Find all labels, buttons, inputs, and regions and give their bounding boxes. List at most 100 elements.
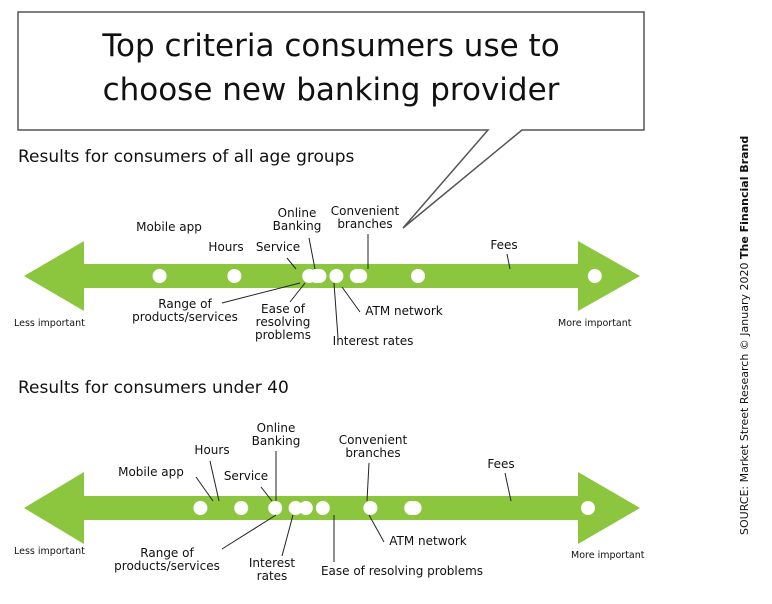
point-label-line: Service (256, 240, 300, 254)
leader-line (368, 514, 385, 543)
source-brand: The Financial Brand (738, 136, 751, 259)
point-label: Ease of resolving problems (321, 564, 483, 578)
source-credit: SOURCE: Market Street Research © January… (738, 136, 751, 535)
point-label-line: products/services (114, 559, 220, 573)
data-point (234, 501, 249, 515)
point-label: ATM network (365, 304, 443, 318)
point-label: ATM network (389, 534, 467, 548)
point-label: Mobile app (118, 465, 184, 479)
point-label-line: Online (257, 421, 296, 435)
point-label-line: problems (255, 328, 311, 342)
leader-line (221, 514, 277, 550)
point-label-line: Range of (140, 546, 194, 560)
point-label-line: ATM network (389, 534, 467, 548)
point-label-line: products/services (132, 310, 238, 324)
title-line-1: Top criteria consumers use to (101, 28, 559, 64)
data-point (587, 269, 602, 283)
point-label-line: Mobile app (136, 220, 202, 234)
point-label: Hours (208, 240, 243, 254)
point-label-line: ATM network (365, 304, 443, 318)
point-label-line: branches (345, 446, 400, 460)
point-label-line: Fees (490, 238, 517, 252)
point-label: Fees (490, 238, 517, 252)
chart-subtitle: Results for consumers under 40 (18, 378, 289, 398)
data-point (268, 501, 283, 515)
data-point (407, 501, 422, 515)
leader-line (504, 472, 512, 502)
data-point (353, 269, 368, 283)
point-label-line: Mobile app (118, 465, 184, 479)
point-label-line: Ease of resolving problems (321, 564, 483, 578)
importance-arrow (24, 472, 640, 544)
data-point (193, 501, 208, 515)
data-point (298, 501, 313, 515)
data-point (411, 269, 425, 283)
leader-line (308, 237, 316, 270)
point-label-line: Convenient (339, 433, 408, 447)
chart-subtitle: Results for consumers of all age groups (18, 147, 354, 167)
data-point (312, 269, 327, 283)
leader-line (221, 282, 301, 304)
point-label-line: Interest (249, 556, 296, 570)
leader-line (366, 462, 370, 502)
point-label-line: branches (337, 217, 392, 231)
less-important-label: Less important (14, 318, 85, 329)
chart-under-40: Results for consumers under 40 Less impo… (14, 378, 645, 583)
point-label: Service (256, 240, 300, 254)
data-point (329, 269, 344, 283)
point-label: Hours (194, 443, 229, 457)
callout-box (17, 11, 645, 229)
point-label-line: Interest rates (333, 334, 414, 348)
point-label: Mobile app (136, 220, 202, 234)
leader-line (286, 257, 297, 270)
point-label-line: Banking (252, 434, 301, 448)
less-important-label: Less important (14, 546, 85, 557)
chart-all-age-groups: Results for consumers of all age groups … (14, 147, 640, 348)
title-callout: Top criteria consumers use to choose new… (17, 11, 645, 229)
point-label-line: Online (278, 206, 317, 220)
leader-line (209, 460, 220, 502)
more-important-label: More important (571, 550, 645, 561)
point-label-line: Fees (487, 457, 514, 471)
point-label-line: Service (224, 469, 268, 483)
leader-line (260, 486, 273, 502)
point-label: Fees (487, 457, 514, 471)
data-point (302, 269, 317, 283)
point-label-line: rates (257, 569, 288, 583)
data-point (363, 501, 378, 515)
point-label-line: resolving (256, 315, 311, 329)
leader-line (195, 476, 214, 502)
point-label: Interest rates (333, 334, 414, 348)
leader-line (289, 282, 306, 303)
data-point (315, 501, 330, 515)
point-label-line: Range of (158, 297, 212, 311)
source-prefix: SOURCE: Market Street Research © January… (738, 259, 751, 535)
point-label-line: Convenient (331, 204, 400, 218)
point-label-line: Hours (208, 240, 243, 254)
point-label-line: Banking (273, 219, 322, 233)
leader-line (506, 253, 511, 270)
data-point (152, 269, 167, 283)
leader-line (341, 286, 361, 313)
leader-line (333, 282, 339, 339)
point-label-line: Hours (194, 443, 229, 457)
point-label: Service (224, 469, 268, 483)
data-point (288, 501, 303, 515)
title-line-2: choose new banking provider (103, 72, 560, 108)
more-important-label: More important (558, 318, 632, 329)
leader-line (281, 514, 294, 557)
data-point (227, 269, 242, 283)
point-label-line: Ease of (261, 302, 306, 316)
data-point (581, 501, 595, 515)
